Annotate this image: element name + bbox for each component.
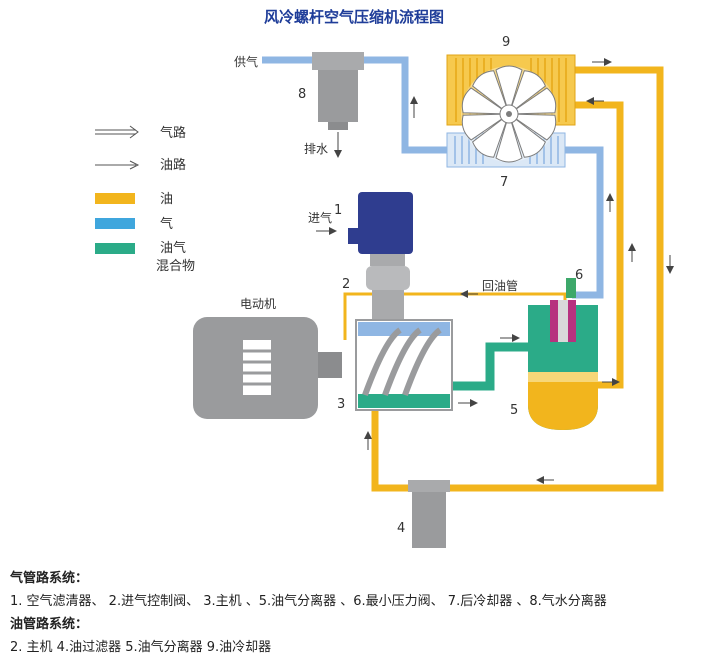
- component-number-2: 2: [342, 277, 350, 292]
- intake-air-filter: [348, 192, 413, 254]
- mixture-pipe: [450, 342, 530, 391]
- legend-oil-swatch: [95, 193, 135, 204]
- legend-oil-label: 油: [160, 192, 173, 207]
- oil-return-pipe-label: 回油管: [482, 278, 518, 293]
- oil-system-items: 2. 主机 4.油过滤器 5.油气分离器 9.油冷却器: [10, 640, 272, 655]
- component-number-4: 4: [397, 521, 405, 536]
- legend-mixture-label-2: 混合物: [156, 259, 195, 274]
- screw-compressor-main-unit: [355, 319, 453, 411]
- legend-oil-arrow-icon: [95, 160, 140, 170]
- air-pipe-to-aftercooler: [565, 146, 604, 299]
- oil-system-heading: 油管路系统：: [10, 617, 89, 632]
- legend-oil-path-label: 油路: [160, 157, 186, 173]
- air-system-heading: 气管路系统：: [10, 571, 89, 586]
- diagram-title: 风冷螺杆空气压缩机流程图: [263, 8, 444, 26]
- component-number-6: 6: [575, 268, 583, 283]
- intake-air-label: 进气: [308, 210, 332, 225]
- oil-pipe-return: [371, 66, 664, 492]
- component-number-8: 8: [298, 87, 306, 102]
- air-water-separator: [312, 52, 364, 130]
- oil-pipe-to-cooler: [575, 101, 624, 389]
- legend: 气路 油路 油 气 油气 混合物: [95, 125, 195, 274]
- oil-filter: [408, 480, 450, 548]
- air-system-items: 1. 空气滤清器、 2.进气控制阀、 3.主机 、5.油气分离器 、6.最小压力…: [10, 594, 607, 609]
- cooling-fan-icon: [461, 65, 557, 163]
- oil-gas-separator: [528, 300, 598, 430]
- motor-label: 电动机: [240, 297, 276, 311]
- drain-label: 排水: [304, 142, 328, 156]
- legend-mixture-swatch: [95, 243, 135, 254]
- component-number-5: 5: [510, 403, 518, 418]
- legend-air-swatch: [95, 218, 135, 229]
- minimum-pressure-valve: [566, 278, 576, 298]
- intake-control-valve: [366, 254, 410, 326]
- component-number-1: 1: [334, 203, 342, 218]
- legend-mixture-label-1: 油气: [160, 240, 186, 256]
- component-number-7: 7: [500, 175, 508, 190]
- legend-air-path-label: 气路: [160, 125, 186, 141]
- legend-air-arrow-icon: [95, 125, 139, 139]
- component-number-3: 3: [337, 397, 345, 412]
- compressor-flow-diagram: 气路 油路 油 气 油气 混合物: [95, 35, 674, 548]
- flow-arrows: [316, 58, 674, 484]
- electric-motor: [193, 317, 342, 419]
- supply-air-label: 供气: [234, 54, 258, 69]
- legend-air-label: 气: [160, 216, 173, 232]
- component-number-9: 9: [502, 35, 510, 50]
